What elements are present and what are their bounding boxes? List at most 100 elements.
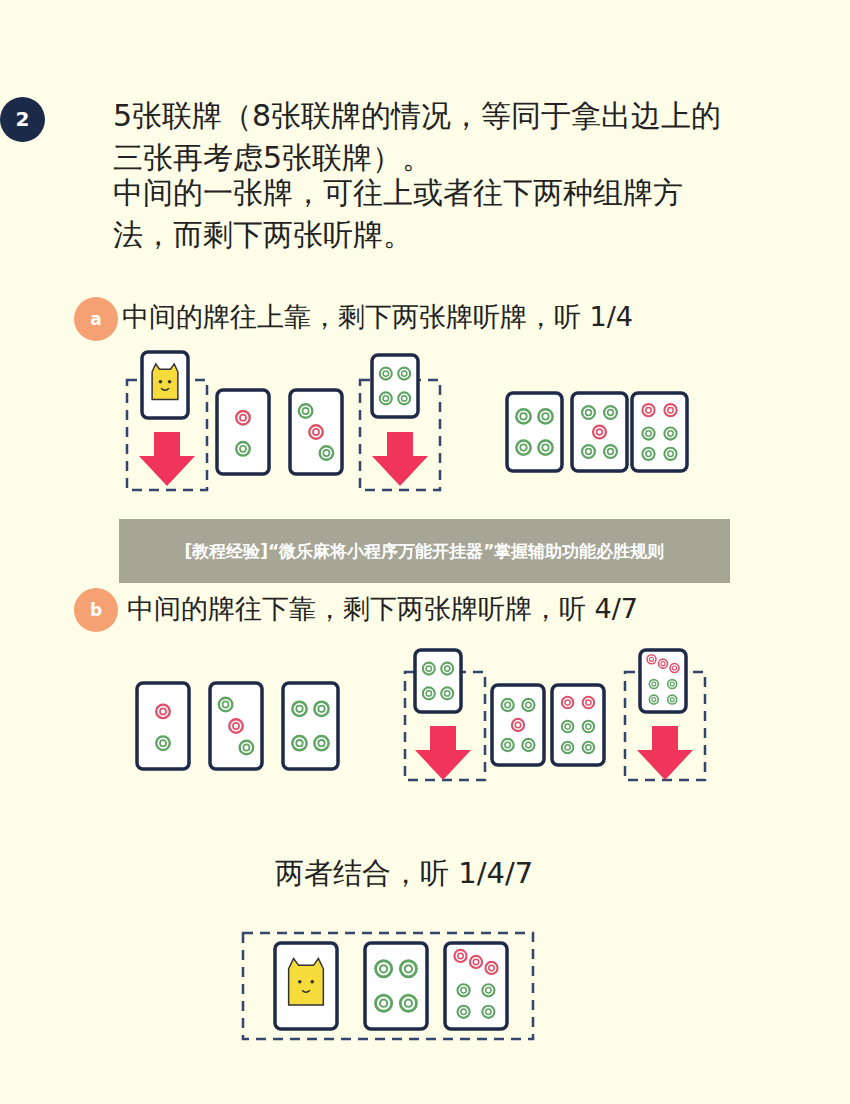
tile-dot (156, 705, 170, 719)
tile-dot (313, 429, 319, 435)
tile-dot (582, 406, 595, 419)
mahjong-tile (445, 943, 507, 1029)
tile-dot (299, 404, 313, 418)
tile-dot (668, 451, 673, 456)
mahjong-tile (632, 393, 687, 471)
tile-dot (489, 965, 494, 970)
tile-dot (512, 719, 524, 731)
tile-dot (303, 408, 309, 414)
bear-eye (298, 980, 302, 984)
tile-dot (243, 744, 249, 750)
mahjong-tile (137, 683, 189, 769)
tile-body (217, 390, 269, 474)
tile-body (507, 393, 562, 471)
tile-dot (402, 396, 407, 401)
tile-dot (649, 680, 658, 689)
tile-dot (608, 449, 614, 455)
bear-icon (152, 364, 178, 400)
tile-dot (296, 706, 302, 712)
case-heading: 中间的牌往上靠，剩下两张牌听牌，听 1/4 (122, 298, 762, 336)
tile-dot (486, 1009, 491, 1014)
tile-dot (240, 741, 254, 755)
step-text: 中间的一张牌，可往上或者往下两种组牌方法，而剩下两张听牌。 (113, 172, 738, 256)
tile-dot (586, 745, 591, 750)
tile-dot (649, 657, 653, 661)
step-number: 2 (0, 97, 45, 142)
mahjong-tile (365, 943, 427, 1029)
mahjong-tile (275, 943, 337, 1029)
tile-dot (380, 392, 392, 404)
tile-dot (608, 410, 614, 416)
tile-dot (470, 956, 482, 968)
banner-text: [教程经验]“微乐麻将小程序万能开挂器”掌握辅助功能必胜规则 (185, 539, 665, 564)
tile-dot (670, 682, 674, 686)
tile-body (445, 943, 507, 1029)
tile-dot (445, 666, 450, 671)
tile-dot (597, 429, 603, 435)
tile-dot (405, 1000, 412, 1007)
tile-dot (526, 702, 531, 707)
tile-dot (668, 431, 673, 436)
tile-dot (583, 742, 594, 753)
tile-dot (314, 736, 328, 750)
tile-dot (400, 961, 416, 977)
tile-dot (516, 409, 530, 423)
tile-body (492, 685, 544, 765)
tile-dot (583, 721, 594, 732)
tile-dot (423, 663, 435, 675)
tile-dot (320, 446, 334, 460)
tile-dot (441, 687, 453, 699)
tile-dot (668, 407, 673, 412)
tile-dot (538, 440, 552, 454)
tile-dot (542, 413, 548, 419)
tile-body (415, 650, 461, 712)
tile-dot (296, 740, 302, 746)
mahjong-tile (415, 650, 461, 712)
tile-dot (652, 682, 656, 686)
tile-dot (672, 666, 676, 670)
tile-dot (380, 1000, 387, 1007)
tile-dot (383, 371, 388, 376)
tile-dot (668, 695, 677, 704)
tile-dot (593, 426, 606, 439)
tile-dot (565, 700, 570, 705)
tile-dot (664, 404, 676, 416)
tile-dot (223, 701, 229, 707)
tile-dot (485, 962, 497, 974)
tile-dot (604, 406, 617, 419)
tile-dot (583, 697, 594, 708)
tile-dot (515, 722, 520, 727)
tile-dot (445, 691, 450, 696)
tile-dot (646, 451, 651, 456)
mahjong-tile (507, 393, 562, 471)
tile-dot (486, 988, 491, 993)
tile-dot (522, 739, 534, 751)
tile-dot (376, 995, 392, 1011)
case-badge: b (74, 588, 118, 632)
tile-body (137, 683, 189, 769)
tile-dot (323, 450, 329, 456)
down-arrow (372, 432, 428, 486)
tile-dot (562, 742, 573, 753)
tile-dot (642, 448, 654, 460)
mahjong-tile (283, 683, 338, 769)
tile-dot (236, 442, 250, 456)
tile-dot (604, 445, 617, 458)
tile-body (552, 685, 604, 765)
bear-eye (159, 380, 163, 384)
tile-dot (482, 1006, 494, 1018)
tile-dot (426, 666, 431, 671)
tile-dot (402, 371, 407, 376)
mahjong-tile (290, 390, 342, 474)
tile-dot (642, 404, 654, 416)
tile-dot (565, 724, 570, 729)
tile-dot (482, 984, 494, 996)
tile-dot (160, 740, 166, 746)
mahjong-tile (142, 352, 188, 418)
tile-dot (562, 721, 573, 732)
bear-mouth (161, 388, 169, 390)
tile-dot (380, 368, 392, 380)
bear-eye (310, 980, 314, 984)
tile-body (632, 393, 687, 471)
mahjong-tile (217, 390, 269, 474)
